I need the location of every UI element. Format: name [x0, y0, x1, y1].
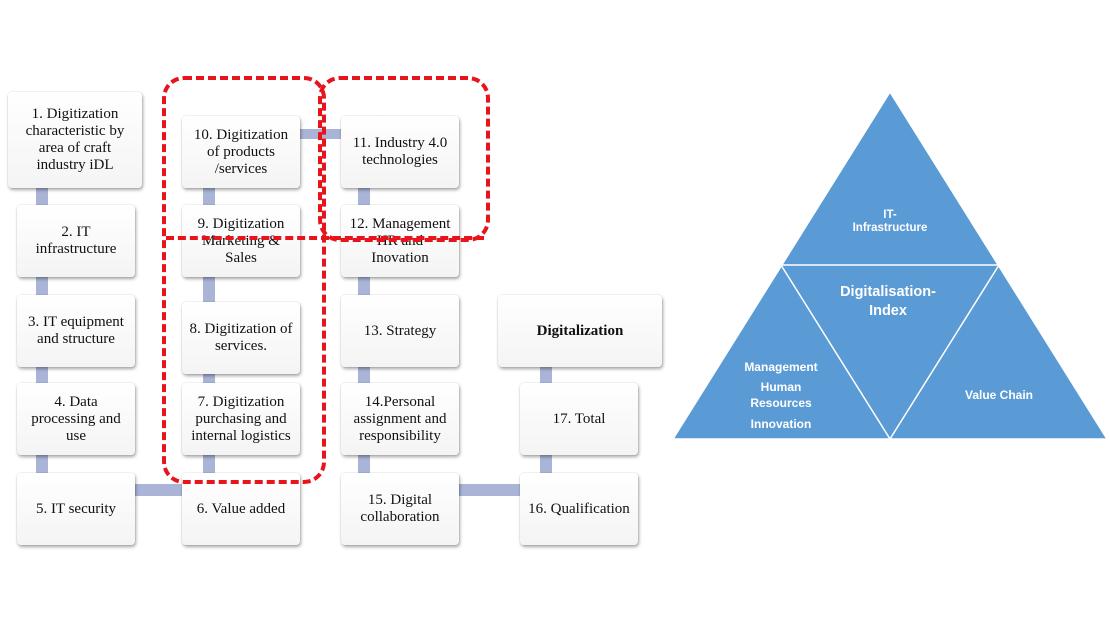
box-personal-assignment: 14.Personal assignment and responsibilit…: [341, 383, 459, 455]
box-industry-4: 11. Industry 4.0 technologies: [341, 116, 459, 188]
box-label: 13. Strategy: [363, 322, 437, 339]
box-label: 14.Personal assignment and responsibilit…: [353, 393, 447, 444]
pyramid-center-label: Index: [869, 303, 907, 319]
box-label: 3. IT equipment and structure: [28, 314, 124, 347]
box-strategy: 13. Strategy: [341, 295, 459, 367]
box-total: 17. Total: [520, 383, 638, 455]
box-digitization-products: 10. Digitization of products /services: [182, 116, 300, 188]
box-it-security: 5. IT security: [17, 473, 135, 545]
box-label: 7. Digitization purchasing and internal …: [191, 393, 291, 444]
pyramid-right-label: Value Chain: [965, 388, 1033, 402]
pyramid-left-label: Management: [744, 360, 817, 374]
box-label: 4. Data processing and use: [31, 393, 121, 444]
box-digital-collaboration: 15. Digital collaboration: [341, 473, 459, 545]
box-digitalization: Digitalization: [498, 295, 662, 367]
pyramid-left-label: Human: [761, 380, 802, 394]
box-label: 16. Qualification: [528, 500, 630, 517]
box-label: 11. Industry 4.0 technologies: [352, 135, 448, 168]
box-digitization-marketing: 9. Digitization Marketing & Sales: [182, 205, 300, 277]
connector: [130, 484, 190, 496]
box-label: Digitalization: [536, 322, 624, 339]
box-label: 5. IT security: [35, 500, 117, 517]
pyramid-center-label: Digitalisation-: [840, 284, 936, 300]
pyramid-left-label: Innovation: [751, 417, 812, 431]
connector: [455, 484, 525, 496]
box-it-infrastructure: 2. IT infrastructure: [17, 205, 135, 277]
box-label: 6. Value added: [196, 500, 286, 517]
box-value-added: 6. Value added: [182, 473, 300, 545]
box-label: 17. Total: [552, 410, 606, 427]
box-label: 10. Digitization of products /services: [193, 126, 289, 177]
box-label: 15. Digital collaboration: [360, 492, 440, 525]
box-label: 2. IT infrastructure: [35, 224, 117, 257]
box-label: 1. Digitization characteristic by area o…: [25, 106, 125, 173]
highlight-divider: [166, 236, 484, 240]
box-digitization-characteristic: 1. Digitization characteristic by area o…: [8, 92, 142, 188]
highlight-outline-left: [162, 76, 326, 484]
pyramid-divider-line: [889, 264, 1000, 440]
box-digitization-purchasing: 7. Digitization purchasing and internal …: [182, 383, 300, 455]
pyramid-divider-line: [780, 264, 891, 440]
pyramid-top-label: Infrastructure: [853, 222, 928, 234]
box-qualification: 16. Qualification: [520, 473, 638, 545]
box-label: 8. Digitization of services.: [189, 321, 293, 354]
highlight-outline-top: [318, 76, 490, 242]
pyramid-top-label: IT-: [883, 209, 897, 221]
box-it-equipment: 3. IT equipment and structure: [17, 295, 135, 367]
box-digitization-services: 8. Digitization of services.: [182, 302, 300, 374]
pyramid-left-label: Resources: [750, 396, 812, 410]
box-data-processing: 4. Data processing and use: [17, 383, 135, 455]
